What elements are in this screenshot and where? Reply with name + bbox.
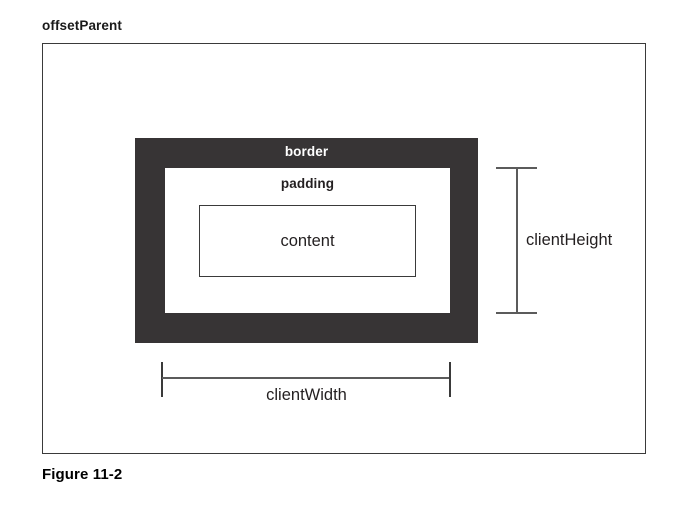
clientwidth-cap-right (449, 362, 451, 397)
border-box: border padding content (135, 138, 478, 343)
clientheight-label: clientHeight (526, 231, 613, 249)
padding-box: padding content (165, 168, 450, 313)
content-box: content (199, 205, 416, 277)
figure-caption: Figure 11-2 (42, 466, 123, 483)
border-label: border (284, 144, 329, 159)
offsetparent-label: offsetParent (42, 18, 122, 33)
padding-label: padding (280, 176, 335, 191)
clientwidth-cap-left (161, 362, 163, 397)
content-label: content (280, 231, 335, 250)
clientheight-dimension-line (516, 168, 518, 314)
clientwidth-label: clientWidth (266, 386, 347, 404)
clientheight-cap-bottom (496, 312, 537, 314)
clientwidth-dimension-line (162, 377, 451, 379)
